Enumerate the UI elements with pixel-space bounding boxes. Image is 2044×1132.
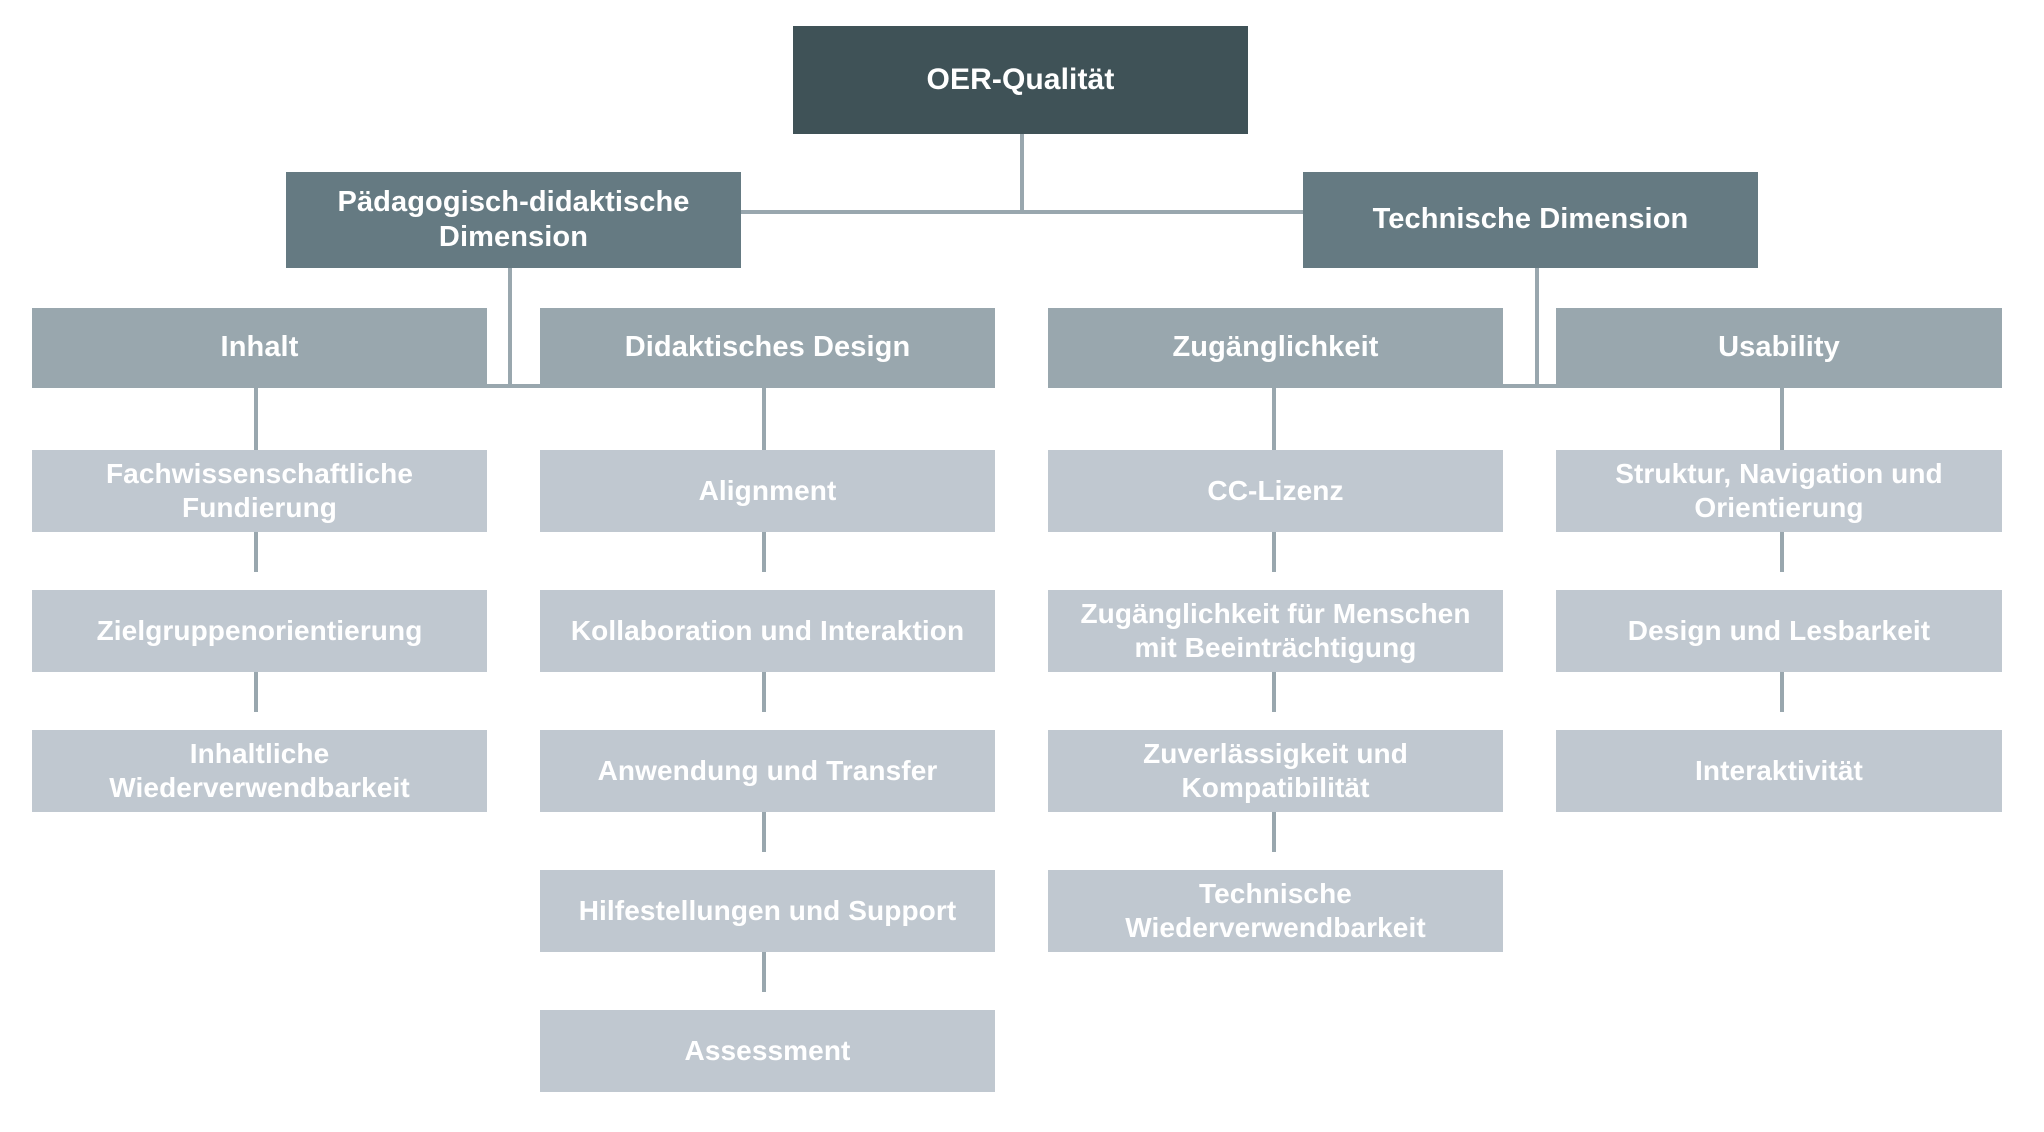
connector-root-stem [1020,134,1024,214]
connector-right-category-bar [1280,384,1792,388]
node-item-cc-lizenz[interactable]: CC-Lizenz [1048,450,1503,532]
node-item-zugaenglichkeit-beeintraechtigung[interactable]: Zugänglichkeit für Menschen mit Beeinträ… [1048,590,1503,672]
connector-col4-2 [1780,670,1784,712]
connector-col2-0 [762,388,766,452]
connector-col2-3 [762,810,766,852]
node-item-zielgruppenorientierung[interactable]: Zielgruppenorientierung [32,590,487,672]
node-item-inhaltliche-wiederverwendbarkeit[interactable]: Inhaltliche Wiederverwendbarkeit [32,730,487,812]
node-dimension-technisch[interactable]: Technische Dimension [1303,172,1758,268]
node-item-interaktivitaet[interactable]: Interaktivität [1556,730,2002,812]
connector-col3-0 [1272,388,1276,452]
node-dimension-paedagogisch-didaktisch[interactable]: Pädagogisch-didaktische Dimension [286,172,741,268]
connector-col2-1 [762,530,766,572]
connector-col1-2 [254,670,258,712]
connector-col1-1 [254,530,258,572]
connector-col2-4 [762,950,766,992]
node-item-struktur-navigation-orientierung[interactable]: Struktur, Navigation und Orientierung [1556,450,2002,532]
connector-col4-1 [1780,530,1784,572]
node-item-assessment[interactable]: Assessment [540,1010,995,1092]
connector-col3-2 [1272,670,1276,712]
node-item-anwendung-und-transfer[interactable]: Anwendung und Transfer [540,730,995,812]
connector-left-dimension-stem [508,268,512,388]
node-item-alignment[interactable]: Alignment [540,450,995,532]
node-item-technische-wiederverwendbarkeit[interactable]: Technische Wiederverwendbarkeit [1048,870,1503,952]
node-item-zuverlaessigkeit-und-kompatibilitaet[interactable]: Zuverlässigkeit und Kompatibilität [1048,730,1503,812]
connector-col2-2 [762,670,766,712]
node-item-design-und-lesbarkeit[interactable]: Design und Lesbarkeit [1556,590,2002,672]
connector-right-dimension-stem [1535,268,1539,388]
connector-left-category-bar [252,384,764,388]
node-category-inhalt[interactable]: Inhalt [32,308,487,388]
node-category-usability[interactable]: Usability [1556,308,2002,388]
connector-dimension-bar [734,210,1310,214]
node-item-kollaboration-und-interaktion[interactable]: Kollaboration und Interaktion [540,590,995,672]
node-category-didaktisches-design[interactable]: Didaktisches Design [540,308,995,388]
connector-col3-3 [1272,810,1276,852]
connector-col1-0 [254,388,258,452]
connector-col3-1 [1272,530,1276,572]
connector-col4-0 [1780,388,1784,452]
node-item-fachwissenschaftliche-fundierung[interactable]: Fachwissenschaftliche Fundierung [32,450,487,532]
node-category-zugaenglichkeit[interactable]: Zugänglichkeit [1048,308,1503,388]
node-item-hilfestellungen-und-support[interactable]: Hilfestellungen und Support [540,870,995,952]
node-root-oer-qualitaet[interactable]: OER-Qualität [793,26,1248,134]
